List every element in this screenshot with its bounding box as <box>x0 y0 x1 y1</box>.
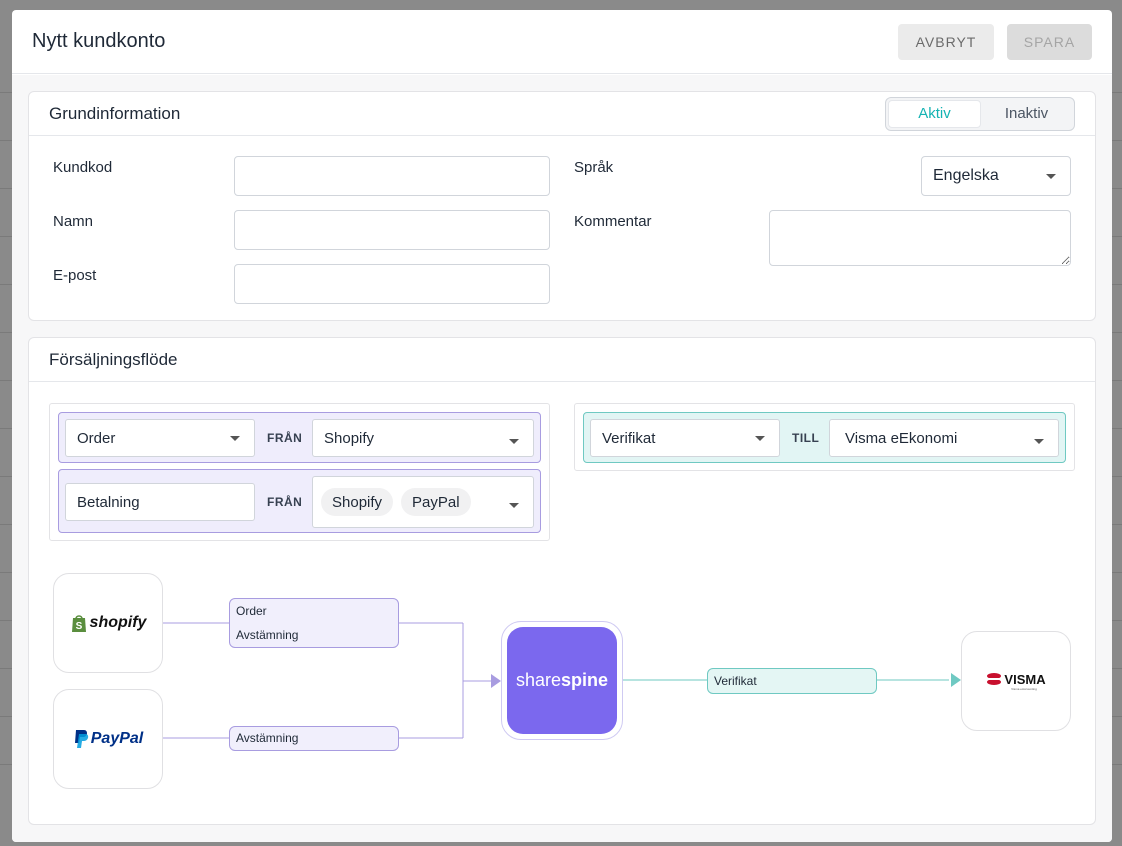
shopify-node: S shopify <box>53 573 163 673</box>
visma-tagline: Visma eAccounting <box>1011 687 1037 691</box>
dialog-body: Grundinformation Aktiv Inaktiv Kundkod N… <box>12 75 1112 842</box>
cancel-button[interactable]: AVBRYT <box>898 24 994 60</box>
status-toggle: Aktiv Inaktiv <box>885 97 1075 131</box>
basic-info-header: Grundinformation Aktiv Inaktiv <box>29 92 1095 136</box>
visma-node: VISMA Visma eAccounting <box>961 631 1071 731</box>
new-customer-dialog: Nytt kundkonto AVBRYT SPARA Grundinforma… <box>12 10 1112 842</box>
dialog-title: Nytt kundkonto <box>32 30 898 53</box>
edge-label-order: Order <box>236 599 392 623</box>
status-inactive-option[interactable]: Inaktiv <box>981 100 1072 128</box>
basic-info-card: Grundinformation Aktiv Inaktiv Kundkod N… <box>28 91 1096 321</box>
email-label: E-post <box>53 267 96 284</box>
paypal-edge-label: Avstämning <box>229 726 399 751</box>
name-input[interactable] <box>234 210 550 250</box>
language-select[interactable]: Engelska <box>921 156 1071 196</box>
customer-code-label: Kundkod <box>53 159 112 176</box>
shopify-logo-text: shopify <box>90 614 147 632</box>
customer-code-input[interactable] <box>234 156 550 196</box>
paypal-node: PayPal <box>53 689 163 789</box>
arrow-head-icon <box>951 673 961 687</box>
email-input[interactable] <box>234 264 550 304</box>
language-label: Språk <box>574 159 613 176</box>
target-edge-label: Verifikat <box>707 668 877 694</box>
visma-mark-icon <box>986 672 1002 686</box>
sharespine-hub: sharespine <box>501 621 623 740</box>
flow-diagram-connectors <box>29 338 1095 824</box>
save-button[interactable]: SPARA <box>1007 24 1092 60</box>
sharespine-logo-share: share <box>516 670 561 691</box>
comment-label: Kommentar <box>574 213 652 230</box>
basic-info-title: Grundinformation <box>49 104 180 124</box>
sales-flow-card: Försäljningsflöde Order FRÅN Shopify <box>28 337 1096 825</box>
visma-logo-text: VISMA <box>1004 672 1045 687</box>
status-active-option[interactable]: Aktiv <box>888 100 981 128</box>
shopify-edge-label: Order Avstämning <box>229 598 399 648</box>
paypal-icon <box>73 729 89 749</box>
chevron-down-icon <box>1046 174 1056 179</box>
sharespine-logo: sharespine <box>507 627 617 734</box>
edge-label-reconciliation: Avstämning <box>236 623 392 647</box>
paypal-logo-text: PayPal <box>91 730 143 748</box>
shopify-bag-icon: S <box>70 613 88 633</box>
arrow-head-icon <box>491 674 501 688</box>
svg-text:S: S <box>75 621 82 632</box>
visma-logo: VISMA <box>986 672 1045 687</box>
sharespine-logo-spine: spine <box>561 670 608 691</box>
dialog-header: Nytt kundkonto AVBRYT SPARA <box>12 10 1112 74</box>
comment-textarea[interactable] <box>769 210 1071 266</box>
language-select-value: Engelska <box>933 167 999 185</box>
name-label: Namn <box>53 213 93 230</box>
